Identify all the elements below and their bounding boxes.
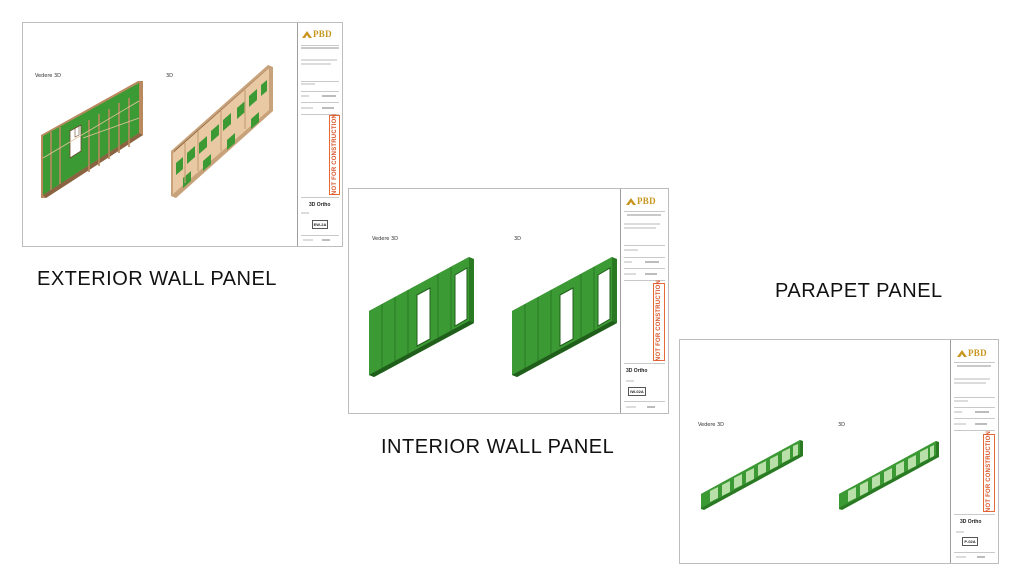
info-line [301,107,313,109]
info-line [956,556,966,558]
address-line [957,365,991,367]
address-line [301,47,339,49]
title-block: PBD NOT FOR CONSTRUCTION 3D Ortho IW-02A [620,189,668,413]
view-label-right: 3D [838,422,846,428]
pbd-logo-icon [957,350,967,357]
info-line [645,273,657,275]
info-line [624,261,632,263]
info-line [647,406,655,408]
view-label-right: 3D [514,236,522,242]
sheet-name: 3D Ortho [960,519,982,525]
info-line [954,423,966,425]
exterior-wall-view-left [41,81,143,198]
pbd-logo-icon [302,31,312,38]
info-line [322,107,334,109]
view-label-left: Vedere 3D [698,422,725,428]
not-for-construction-stamp [329,115,340,195]
info-line [301,212,309,214]
sheet-name: 3D Ortho [309,202,331,208]
info-line [624,227,656,229]
sheet-number: EW-2A [312,220,328,229]
pbd-logo-icon [626,198,636,205]
info-line [322,239,330,241]
info-line [954,400,968,402]
info-line [954,382,986,384]
info-line [624,249,638,251]
caption-exterior-wall-panel: EXTERIOR WALL PANEL [37,268,277,290]
interior-wall-sheet: Vedere 3D 3D [348,188,669,414]
title-block: PBD NOT FOR CONSTRUCTION 3D Ortho P-02A [950,340,998,563]
parapet-view-right [839,441,939,510]
exterior-wall-sheet: Vedere 3D 3D [22,22,343,247]
info-line [303,239,313,241]
sheet-number: IW-02A [628,387,646,396]
parapet-view-left [701,440,803,510]
not-for-construction-text: NOT FOR CONSTRUCTION [332,114,338,195]
title-block: PBD NOT FOR CONSTRUCTION 3D Ortho EW-2A [297,23,342,246]
view-label-right: 3D [166,73,174,79]
view-label-left: Vedere 3D [35,73,62,79]
info-line [301,83,315,85]
info-line [322,95,336,97]
not-for-construction-text: NOT FOR CONSTRUCTION [656,280,662,361]
logo-text: PBD [637,196,656,206]
parapet-panel-sheet: Vedere 3D 3D [679,339,999,564]
caption-interior-wall-panel: INTERIOR WALL PANEL [381,436,615,458]
interior-wall-view-left [369,257,474,377]
parapet-panel-3d-views [701,440,939,510]
sheet-number: P-02A [962,537,978,546]
info-line [624,223,660,225]
info-line [624,273,636,275]
logo-text: PBD [968,348,987,358]
logo-text: PBD [313,29,332,39]
pbd-logo: PBD [621,193,668,206]
interior-wall-3d-views [369,257,617,377]
info-line [975,423,987,425]
info-line [977,556,985,558]
not-for-construction-stamp [653,283,665,361]
not-for-construction-stamp [983,434,995,512]
info-line [645,261,659,263]
exterior-wall-3d-views [41,65,273,198]
info-line [301,59,337,61]
interior-wall-view-right [512,257,617,377]
sheet-name: 3D Ortho [626,368,648,374]
exterior-wall-view-right [171,65,273,198]
info-line [301,95,309,97]
info-line [301,63,331,65]
pbd-logo: PBD [951,344,998,358]
not-for-construction-text: NOT FOR CONSTRUCTION [986,431,992,512]
info-line [954,411,962,413]
info-line [975,411,989,413]
view-label-left: Vedere 3D [372,236,399,242]
info-line [626,380,634,382]
address-line [627,214,661,216]
info-line [954,378,990,380]
caption-parapet-panel: PARAPET PANEL [775,280,943,302]
info-line [626,406,636,408]
info-line [956,531,964,533]
pbd-logo: PBD [298,27,342,39]
